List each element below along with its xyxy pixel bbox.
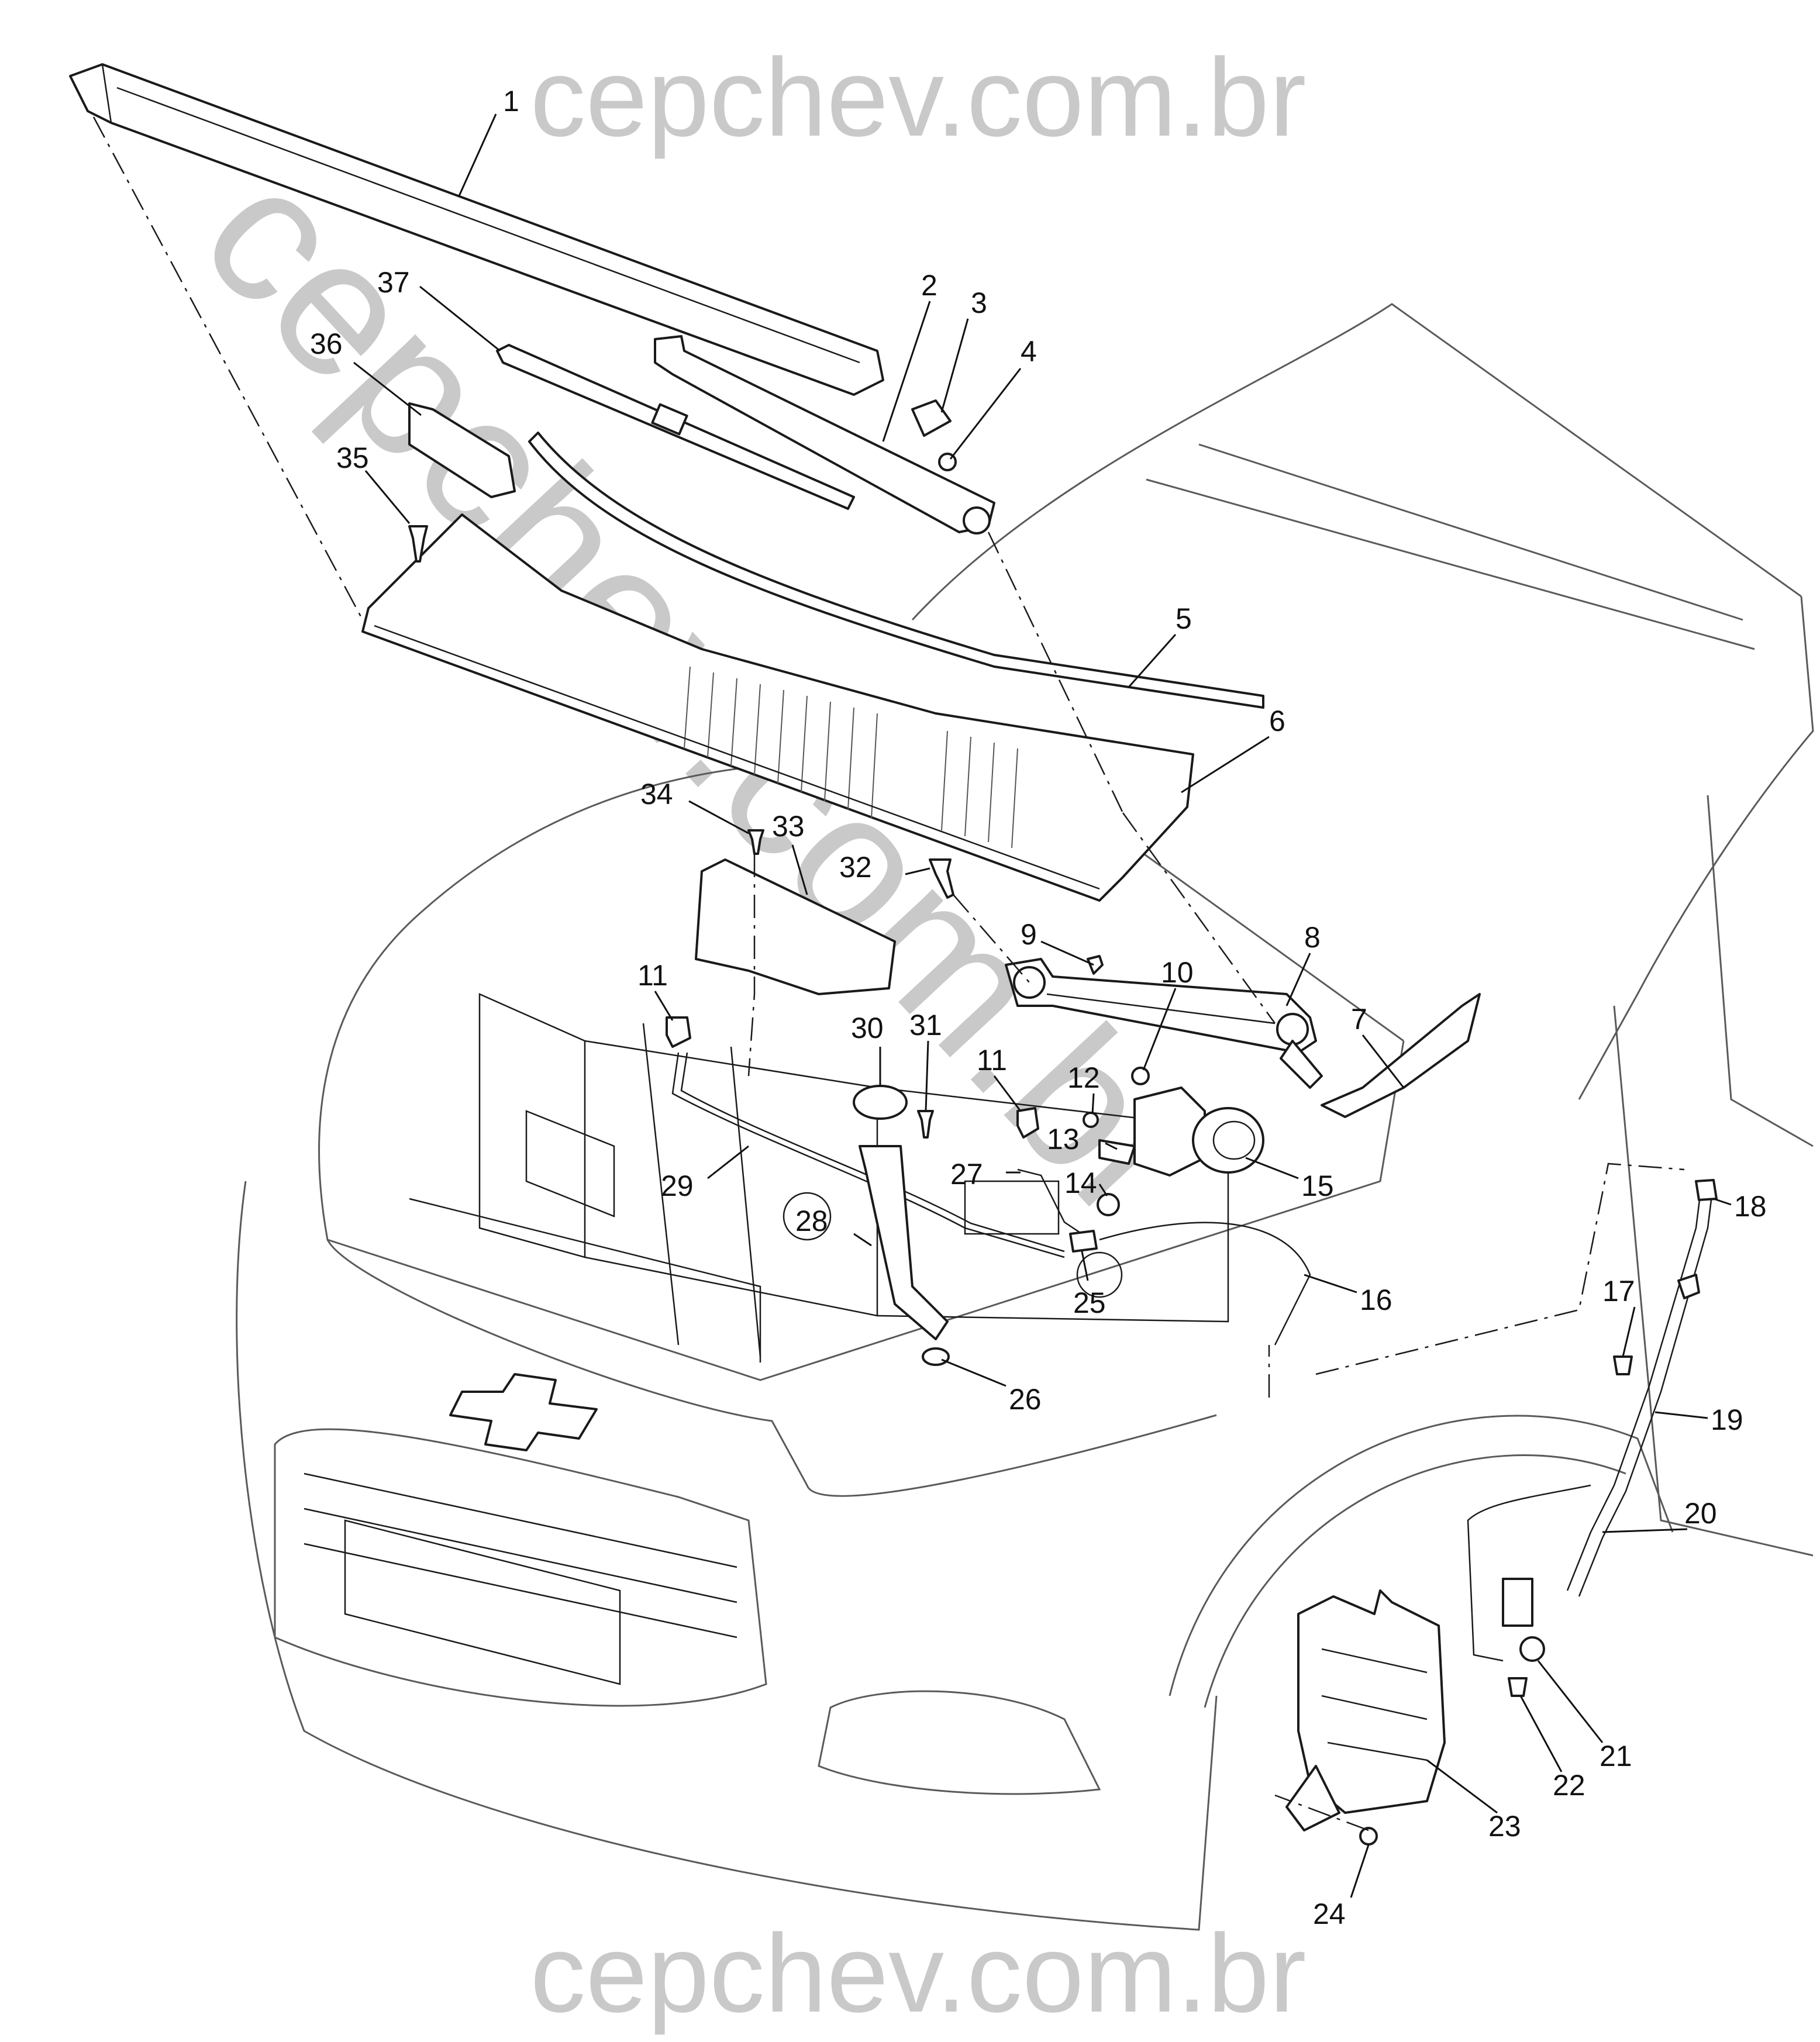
watermark-bottom: cepchev.com.br: [530, 1912, 1306, 2036]
hose-connector: [1069, 1230, 1098, 1253]
callout-24: 24: [1313, 1898, 1346, 1930]
filler-neck-retainer: [917, 1110, 934, 1139]
motor-grommet-14: [1097, 1193, 1120, 1216]
hose-clip-17: [1677, 1274, 1700, 1299]
callout-33: 33: [772, 810, 805, 843]
callout-14: 14: [1064, 1167, 1097, 1199]
leader-lines: [353, 113, 1732, 1898]
callout-23: 23: [1488, 1810, 1521, 1843]
callout-6: 6: [1269, 705, 1285, 737]
washer-hose-rear: [1566, 1181, 1703, 1591]
vehicle-body-outline: [236, 303, 1814, 1931]
callout-20: 20: [1684, 1497, 1717, 1530]
washer-nozzle-left: [666, 1016, 691, 1048]
callout-10: 10: [1161, 956, 1194, 989]
cover-retainer: [747, 829, 764, 855]
callout-15: 15: [1301, 1170, 1334, 1202]
chevrolet-emblem: [449, 1373, 598, 1451]
callout-4: 4: [1021, 335, 1037, 368]
alignment-lines: [92, 116, 1685, 1831]
callout-5: 5: [1176, 602, 1192, 635]
callout-7: 7: [1351, 1003, 1367, 1036]
callout-21: 21: [1600, 1740, 1632, 1772]
wiper-transmission: [1005, 958, 1323, 1089]
callout-11-right: 11: [977, 1044, 1007, 1077]
washer-hose-front: [671, 1052, 1065, 1258]
cowl-panel-extension: [1321, 993, 1481, 1118]
washer-reservoir: [1285, 1589, 1446, 1831]
callout-31: 31: [909, 1009, 942, 1041]
callout-36: 36: [310, 327, 343, 360]
linkage-grommet: [1131, 1067, 1150, 1085]
callout-35: 35: [336, 441, 369, 474]
callout-1: 1: [503, 85, 519, 118]
callout-2: 2: [921, 269, 937, 302]
washer-hose-front-inner: [680, 1052, 1065, 1253]
hose-retainer-17b: [1613, 1355, 1633, 1375]
wiper-motor: [1133, 1086, 1264, 1177]
callout-9: 9: [1021, 918, 1037, 951]
washer-filler-neck: [853, 1085, 950, 1366]
callout-12: 12: [1067, 1061, 1100, 1094]
cowl-push-pin: [408, 525, 428, 563]
callout-37: 37: [377, 266, 410, 299]
reservoir-nut: [1359, 1827, 1378, 1846]
callout-13: 13: [1047, 1123, 1080, 1155]
hood-rear-seal: [69, 63, 884, 396]
callout-3: 3: [971, 287, 987, 319]
cowl-end-cap: [408, 402, 516, 498]
callout-29: 29: [661, 1170, 694, 1202]
hose-connector-18: [1695, 1179, 1718, 1201]
washer-hose-jumper: [1017, 1168, 1083, 1235]
wiper-arm-nut-cap: [911, 399, 952, 437]
motor-crank-arm: [1098, 1139, 1136, 1165]
washer-hose-rear-b: [1578, 1181, 1715, 1597]
linkage-bolt: [1087, 955, 1104, 975]
wiper-arm: [654, 335, 995, 534]
callout-22: 22: [1553, 1769, 1585, 1802]
callout-34: 34: [640, 778, 673, 810]
callout-25: 25: [1073, 1286, 1106, 1319]
air-inlet-grille-panel: [361, 513, 1194, 902]
callout-16: 16: [1360, 1284, 1392, 1316]
callout-8: 8: [1304, 921, 1321, 954]
callout-32: 32: [839, 851, 872, 884]
callout-labels: 1 2 3 4 5 6 7 8 9 10 11 11 12 13 14 15 1…: [310, 85, 1767, 1930]
motor-bolt-12: [1083, 1112, 1099, 1128]
callout-18: 18: [1734, 1190, 1767, 1223]
callout-27: 27: [950, 1158, 983, 1191]
washer-hose-to-pump: [1467, 1484, 1591, 1662]
callout-26: 26: [1009, 1383, 1042, 1416]
washer-pump: [1502, 1578, 1545, 1662]
wiper-blade: [496, 344, 855, 510]
pump-grommet: [1508, 1677, 1528, 1697]
callout-19: 19: [1711, 1403, 1743, 1436]
watermark-top: cepchev.com.br: [530, 36, 1306, 160]
washer-nozzle-right: [1016, 1107, 1039, 1139]
callout-11-left: 11: [637, 959, 668, 992]
washer-hose-outer: [1099, 1222, 1311, 1346]
callout-28: 28: [795, 1205, 828, 1237]
callout-17: 17: [1602, 1275, 1635, 1308]
cowl-side-cover: [695, 858, 896, 995]
callout-30: 30: [851, 1012, 884, 1044]
